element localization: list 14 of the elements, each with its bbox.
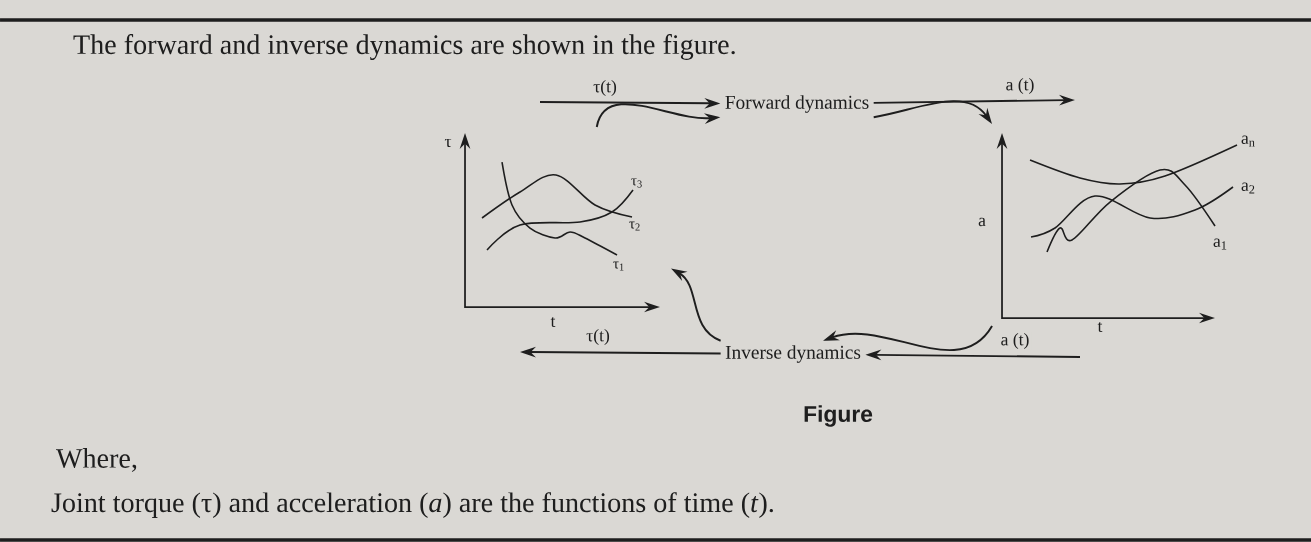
- edge-label: τ(t): [584, 327, 612, 347]
- node-label: Forward dynamics: [725, 95, 869, 113]
- curve-label: τ$_{3}$: [631, 178, 642, 188]
- curve-label: τ$_{1}$: [613, 261, 624, 271]
- edge-label: a (t): [998, 331, 1032, 351]
- edge-label: a (t): [1003, 76, 1037, 96]
- note-text: Joint torque (τ) and acceleration (a) are the functions of time (t).: [51, 492, 773, 518]
- figure-caption: Figure: [804, 405, 873, 427]
- heading-text: The forward and inverse dynamics are shown in the figure.: [73, 34, 735, 60]
- node-label: Inverse dynamics: [725, 345, 861, 363]
- edge-label: τ(t): [591, 78, 619, 98]
- note-text: Where,: [56, 448, 137, 472]
- curve-label: τ$_{2}$: [629, 221, 640, 231]
- curve-label: a$_{1}$: [1213, 238, 1227, 250]
